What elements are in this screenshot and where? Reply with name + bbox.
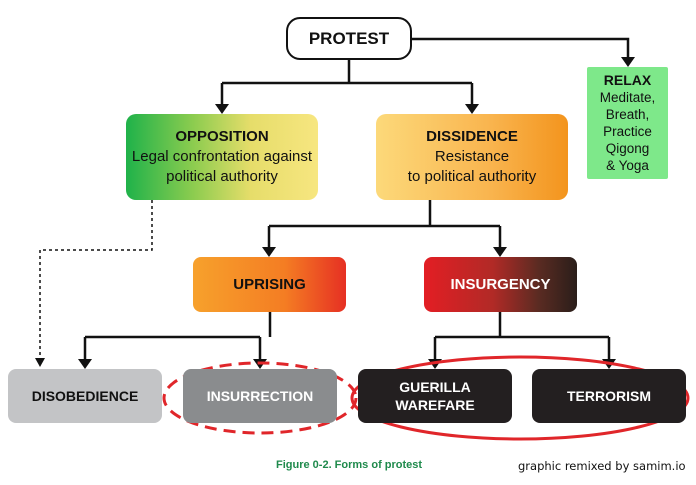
arrowhead-uprising [262, 247, 276, 257]
relax-line: Breath, [605, 107, 650, 122]
figure-caption: Figure 0-2. Forms of protest [276, 459, 423, 471]
terrorism-title: TERRORISM [567, 388, 651, 404]
dissidence-title: DISSIDENCE [426, 128, 518, 145]
uprising-title: UPRISING [233, 276, 306, 293]
disobedience-node: DISOBEDIENCE [8, 369, 162, 423]
guerilla-warfare-node: GUERILLA WAREFARE [358, 369, 512, 423]
relax-line: & Yoga [606, 158, 649, 173]
relax-title: RELAX [603, 72, 652, 88]
opposition-line: Legal confrontation against [131, 148, 313, 165]
connector-dissidence-branch [267, 200, 502, 249]
highlight-ellipse-insurrection [162, 361, 358, 435]
protest-title: PROTEST [308, 28, 390, 48]
terrorism-node: TERRORISM [532, 369, 686, 423]
arrowhead-disobedience-solid [78, 359, 92, 369]
guerilla-line: WAREFARE [395, 397, 475, 413]
opposition-title: OPPOSITION [175, 128, 269, 145]
connector-protest-branch [220, 60, 474, 106]
insurrection-title: INSURRECTION [206, 388, 314, 404]
relax-line: Practice [603, 124, 652, 139]
dotted-connector-opposition-disobedience [39, 200, 153, 358]
guerilla-line: GUERILLA [399, 379, 471, 395]
credit-text: graphic remixed by samim.io [518, 459, 686, 473]
insurrection-node: INSURRECTION [183, 369, 337, 423]
arrowhead-opposition [215, 104, 229, 114]
relax-line: Meditate, [599, 90, 656, 105]
arrowhead-insurgency [493, 247, 507, 257]
protest-node: PROTEST [286, 17, 412, 60]
dissidence-line: Resistance [434, 148, 510, 165]
relax-line: Qigong [605, 141, 650, 156]
dissidence-node: DISSIDENCE Resistance to political autho… [376, 114, 568, 200]
connector-insurgency-branch [433, 312, 611, 361]
opposition-node: OPPOSITION Legal confrontation against p… [126, 114, 318, 200]
dissidence-line: to political authority [407, 168, 537, 185]
arrowhead-relax [621, 57, 635, 67]
uprising-node: UPRISING [193, 257, 346, 312]
highlight-ellipse-guerilla-terrorism [350, 355, 690, 441]
insurgency-node: INSURGENCY [424, 257, 577, 312]
relax-node: RELAX Meditate, Breath, Practice Qigong … [587, 67, 668, 179]
disobedience-title: DISOBEDIENCE [31, 388, 139, 404]
insurgency-title: INSURGENCY [450, 276, 551, 293]
connector-protest-relax [412, 37, 630, 59]
arrowhead-disobedience-dotted [35, 358, 45, 367]
arrowhead-dissidence [465, 104, 479, 114]
connector-uprising-branch [83, 312, 272, 361]
opposition-line: political authority [166, 168, 278, 185]
